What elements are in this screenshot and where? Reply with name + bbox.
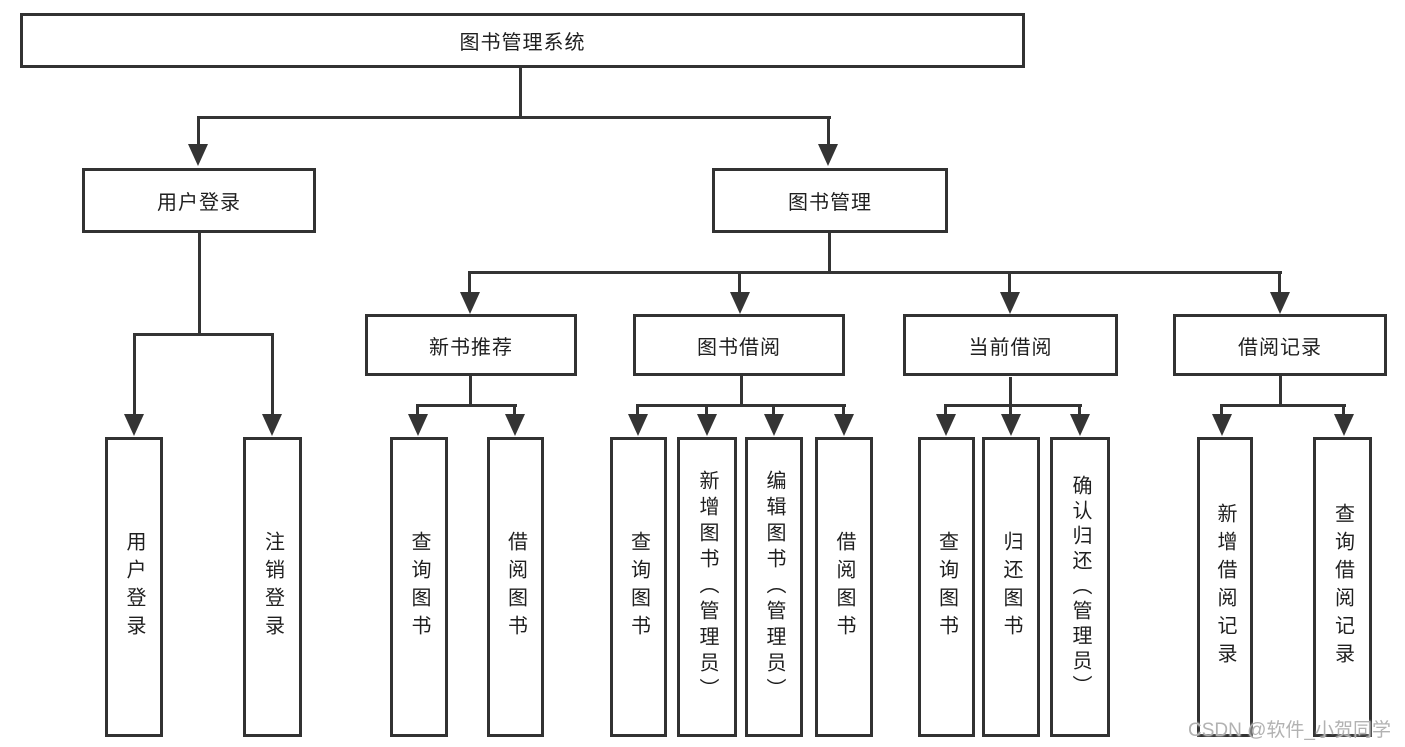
node-book-borrow: 图书借阅 <box>633 314 845 376</box>
connector-line <box>827 116 830 146</box>
leaf-confirm-return-admin: 确认归还（管理员） <box>1050 437 1110 737</box>
leaf-current-query-book: 查询图书 <box>918 437 975 737</box>
leaf-rec-borrow-book-label: 借阅图书 <box>504 531 527 643</box>
connector-line <box>198 233 201 336</box>
connector-line <box>416 404 419 416</box>
arrow-down-icon <box>834 414 854 436</box>
leaf-borrow-query-book: 查询图书 <box>610 437 667 737</box>
connector-line <box>772 404 775 416</box>
arrow-down-icon <box>460 292 480 314</box>
arrow-down-icon <box>1070 414 1090 436</box>
arrow-down-icon <box>1270 292 1290 314</box>
watermark: CSDN @软件_小贺同学 <box>1188 720 1391 741</box>
connector-line <box>1220 404 1346 407</box>
arrow-down-icon <box>1334 414 1354 436</box>
node-new-book-rec-label: 新书推荐 <box>429 336 513 359</box>
connector-line <box>133 333 136 416</box>
leaf-user-login: 用户登录 <box>105 437 163 737</box>
connector-line <box>738 271 741 295</box>
arrow-down-icon <box>628 414 648 436</box>
node-user-login: 用户登录 <box>82 168 316 233</box>
node-borrow-records: 借阅记录 <box>1173 314 1387 376</box>
connector-line <box>1008 271 1011 295</box>
node-current-borrow: 当前借阅 <box>903 314 1118 376</box>
arrow-down-icon <box>1000 292 1020 314</box>
arrow-down-icon <box>1001 414 1021 436</box>
node-new-book-rec: 新书推荐 <box>365 314 577 376</box>
connector-line <box>1278 271 1281 295</box>
arrow-down-icon <box>730 292 750 314</box>
arrow-down-icon <box>124 414 144 436</box>
node-root-label: 图书管理系统 <box>459 32 586 54</box>
connector-line <box>740 376 743 407</box>
leaf-borrow-book: 借阅图书 <box>815 437 873 737</box>
leaf-borrow-query-book-label: 查询图书 <box>627 531 650 643</box>
leaf-rec-query-book: 查询图书 <box>390 437 448 737</box>
node-book-mgmt: 图书管理 <box>712 168 948 233</box>
arrow-down-icon <box>262 414 282 436</box>
connector-line <box>1009 377 1012 407</box>
connector-line <box>197 116 831 119</box>
connector-line <box>133 333 274 336</box>
connector-line <box>1279 376 1282 407</box>
connector-line <box>468 271 471 295</box>
connector-line <box>469 376 472 407</box>
connector-line <box>513 404 516 416</box>
leaf-edit-book-admin-label: 编辑图书（管理员） <box>763 470 785 704</box>
connector-line <box>828 233 831 274</box>
leaf-borrow-book-label: 借阅图书 <box>833 531 855 643</box>
arrow-down-icon <box>505 414 525 436</box>
leaf-rec-query-book-label: 查询图书 <box>408 531 430 643</box>
connector-line <box>636 404 639 416</box>
arrow-down-icon <box>188 144 208 166</box>
leaf-add-book-admin-label: 新增图书（管理员） <box>696 470 718 704</box>
arrow-down-icon <box>818 144 838 166</box>
connector-line <box>468 271 1282 274</box>
connector-line <box>944 404 947 416</box>
leaf-rec-borrow-book: 借阅图书 <box>487 437 544 737</box>
node-root: 图书管理系统 <box>20 13 1025 68</box>
connector-line <box>636 404 846 407</box>
connector-line <box>1220 404 1223 416</box>
node-user-login-label: 用户登录 <box>157 192 241 214</box>
leaf-logout-label: 注销登录 <box>261 531 284 643</box>
connector-line <box>705 404 708 416</box>
connector-line <box>842 404 845 416</box>
connector-line <box>271 333 274 416</box>
arrow-down-icon <box>1212 414 1232 436</box>
arrow-down-icon <box>764 414 784 436</box>
arrow-down-icon <box>408 414 428 436</box>
arrow-down-icon <box>936 414 956 436</box>
leaf-return-book-label: 归还图书 <box>1000 531 1022 643</box>
leaf-edit-book-admin: 编辑图书（管理员） <box>745 437 803 737</box>
node-book-mgmt-label: 图书管理 <box>788 192 872 214</box>
leaf-logout: 注销登录 <box>243 437 302 737</box>
leaf-current-query-book-label: 查询图书 <box>935 531 958 643</box>
leaf-query-borrow-record-label: 查询借阅记录 <box>1331 503 1354 671</box>
leaf-add-book-admin: 新增图书（管理员） <box>677 437 737 737</box>
connector-line <box>416 404 517 407</box>
leaf-add-borrow-record: 新增借阅记录 <box>1197 437 1253 737</box>
connector-line <box>1342 404 1345 416</box>
leaf-user-login-label: 用户登录 <box>123 531 145 643</box>
node-book-borrow-label: 图书借阅 <box>697 336 781 359</box>
connector-line <box>1009 404 1012 416</box>
leaf-query-borrow-record: 查询借阅记录 <box>1313 437 1372 737</box>
node-current-borrow-label: 当前借阅 <box>968 336 1053 359</box>
connector-line <box>1078 404 1081 416</box>
connector-line <box>519 68 522 118</box>
connector-line <box>944 404 1082 407</box>
leaf-add-borrow-record-label: 新增借阅记录 <box>1214 503 1236 671</box>
arrow-down-icon <box>697 414 717 436</box>
leaf-return-book: 归还图书 <box>982 437 1040 737</box>
leaf-confirm-return-admin-label: 确认归还（管理员） <box>1069 474 1091 700</box>
connector-line <box>197 116 200 146</box>
node-borrow-records-label: 借阅记录 <box>1238 336 1322 359</box>
